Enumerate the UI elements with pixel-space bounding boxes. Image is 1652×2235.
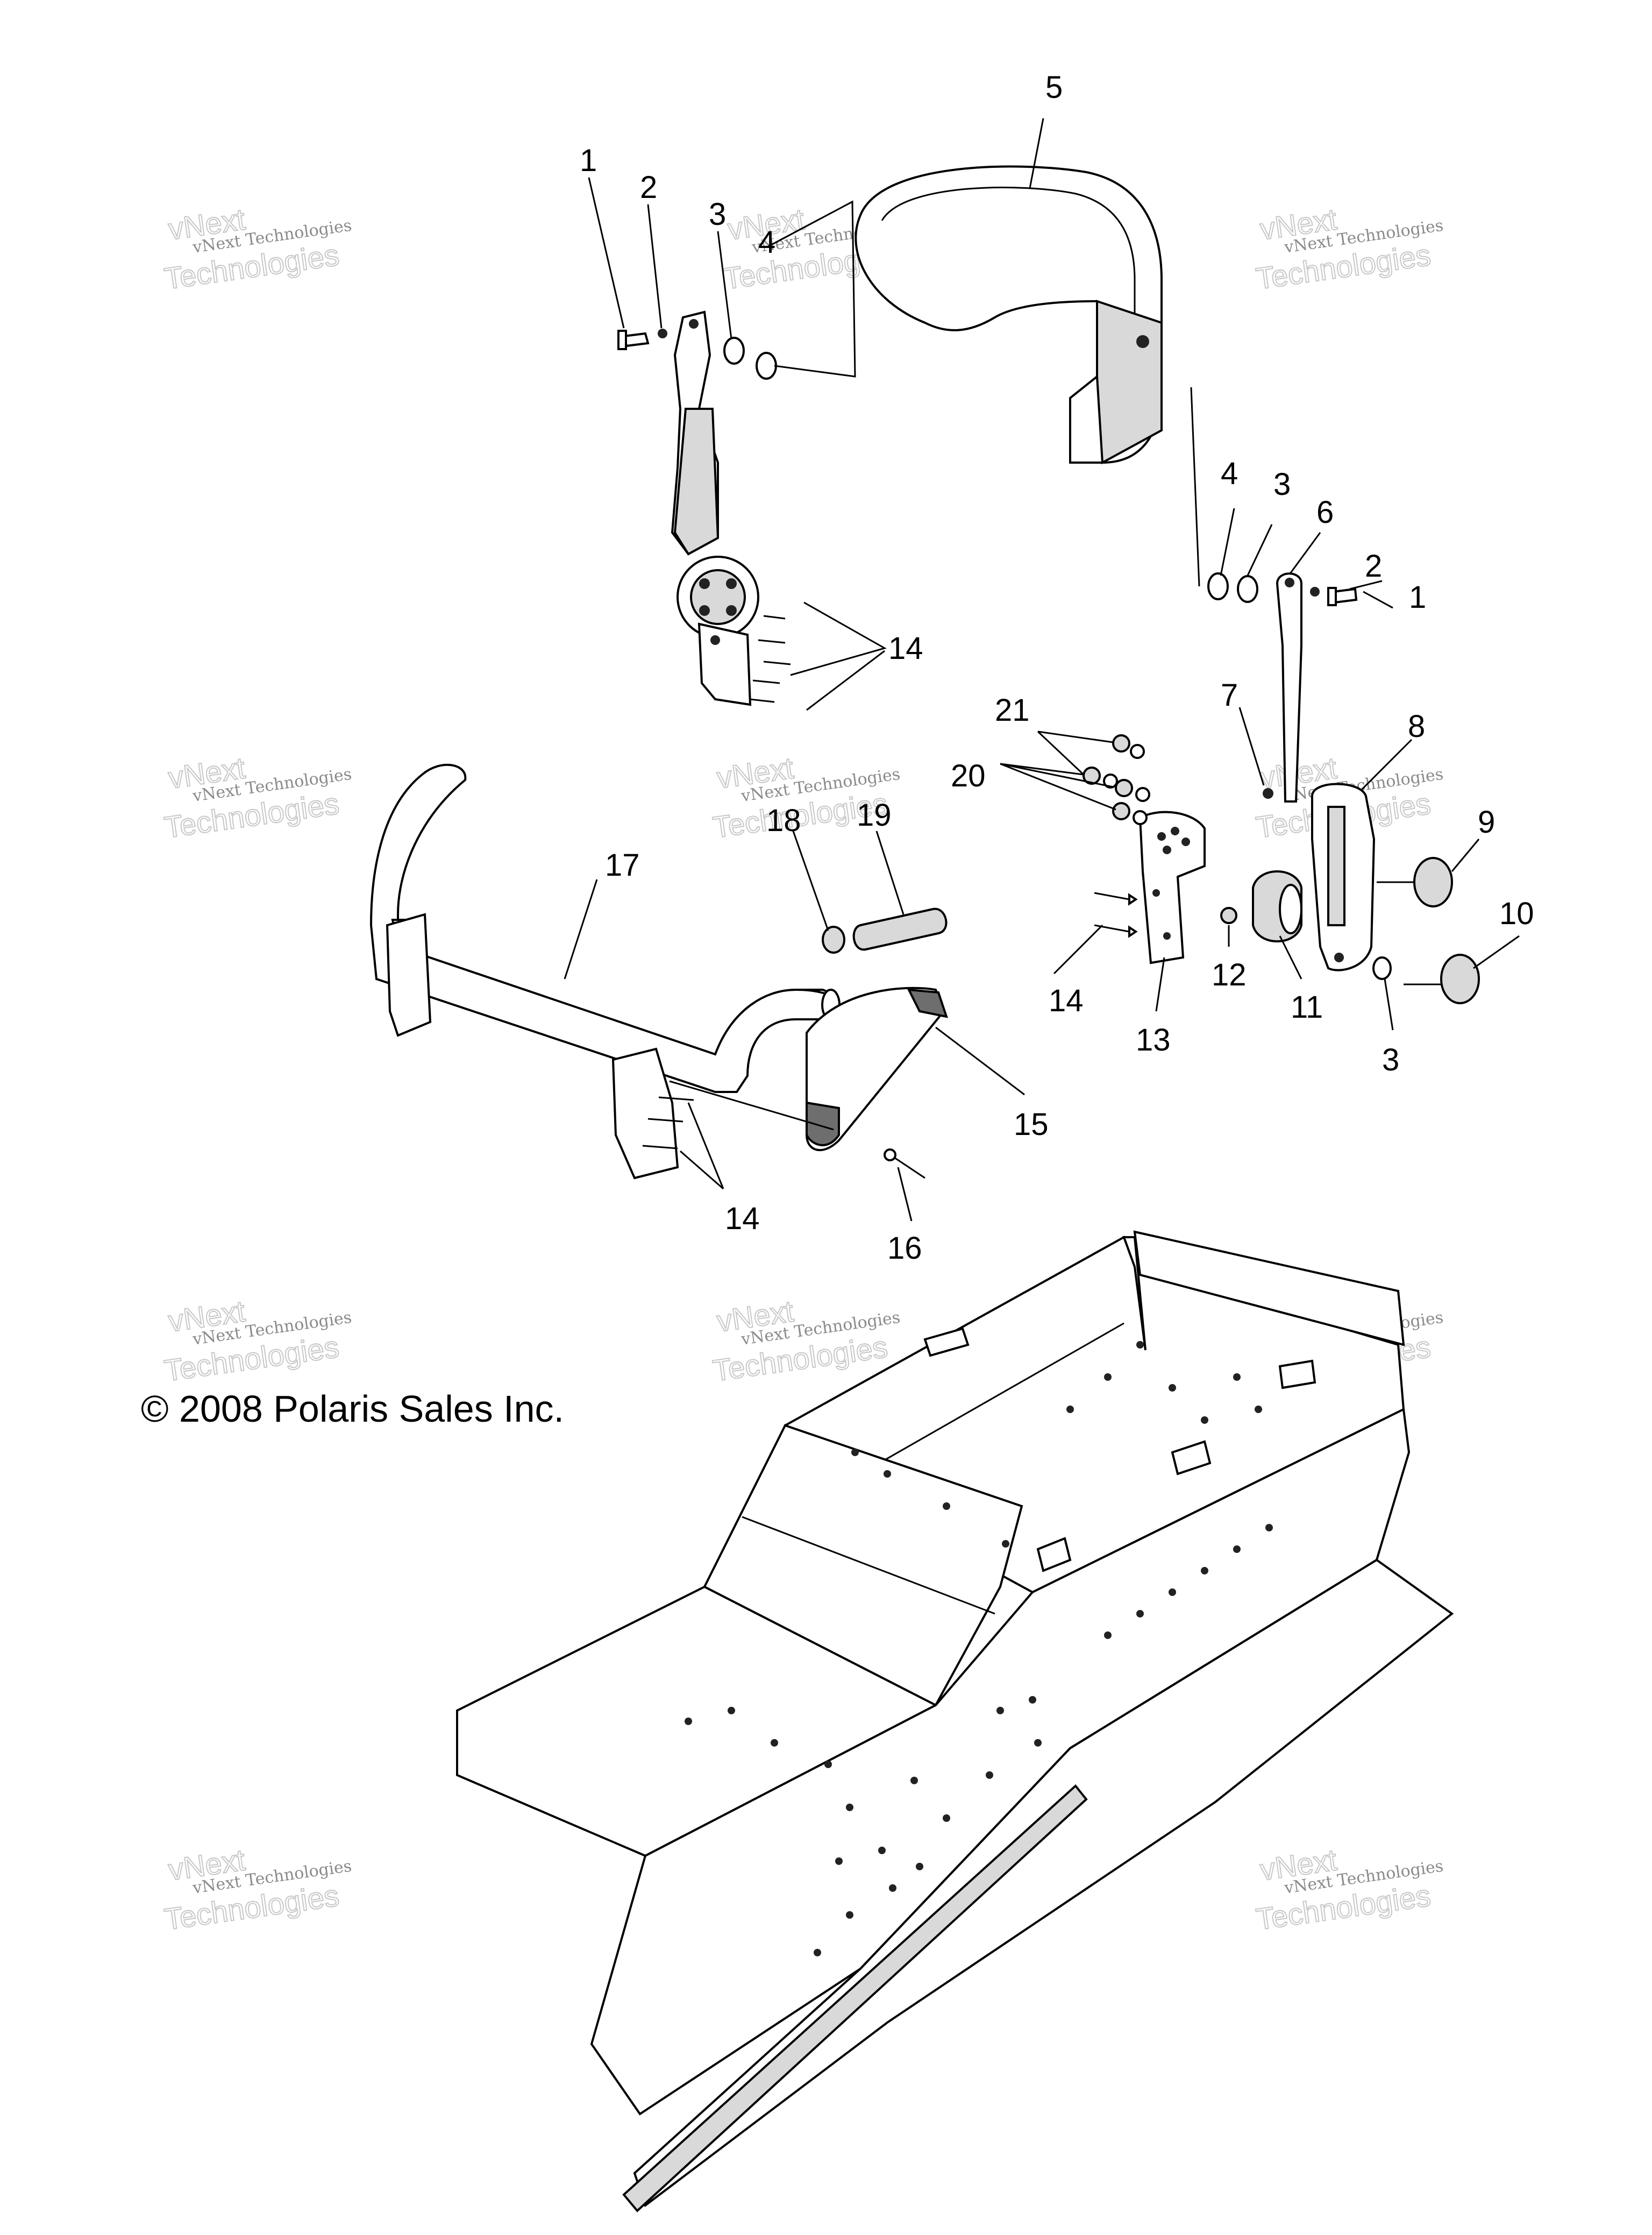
callout-1a: 1 — [580, 143, 597, 178]
callout-17: 17 — [605, 848, 640, 883]
callout-15: 15 — [1014, 1107, 1049, 1142]
left-washer-3 — [723, 337, 745, 365]
pin-7 — [1263, 788, 1273, 799]
watermark-low-left: vNext vNext Technologies Technologies — [162, 1293, 353, 1388]
callout-18: 18 — [766, 803, 801, 838]
callout-3c: 3 — [1382, 1042, 1399, 1077]
grab-handle — [369, 763, 841, 1180]
callout-2b: 2 — [1365, 549, 1382, 584]
callout-21: 21 — [995, 693, 1030, 728]
callout-3a: 3 — [709, 197, 726, 232]
screw-16 — [884, 1148, 925, 1179]
callout-7: 7 — [1221, 678, 1238, 713]
callout-20: 20 — [951, 758, 986, 793]
handle-cover-15 — [806, 987, 948, 1151]
adjuster-bracket — [1311, 783, 1376, 971]
callout-2a: 2 — [640, 170, 657, 205]
callout-4b: 4 — [1221, 456, 1238, 491]
callout-4a: 4 — [758, 225, 775, 260]
left-bolt — [617, 330, 650, 350]
knob-9 — [1377, 857, 1453, 907]
right-washer-3 — [1237, 575, 1258, 603]
watermark-low-middle: vNext vNext Technologies Technologies — [710, 1293, 901, 1388]
watermark-top-left: vNext vNext Technologies Technologies — [162, 201, 353, 296]
watermark-mid-left: vNext vNext Technologies Technologies — [162, 750, 353, 845]
plug-18 — [822, 926, 845, 954]
leader-lines — [564, 118, 1520, 1222]
bumper-11 — [1252, 870, 1302, 942]
left-mount-bolts — [750, 615, 791, 703]
washer-3c — [1372, 956, 1392, 980]
left-washer-4 — [756, 352, 777, 380]
watermark-bottom-right: vNext vNext Technologies Technologies — [1254, 1842, 1444, 1936]
callout-5: 5 — [1045, 70, 1063, 105]
left-backrest-arm — [671, 310, 759, 706]
copyright-notice: © 2008 Polaris Sales Inc. — [141, 1388, 564, 1430]
callout-11: 11 — [1291, 990, 1323, 1025]
right-backrest-arm — [1276, 572, 1302, 803]
callout-1b: 1 — [1409, 580, 1426, 615]
grip-19 — [852, 907, 948, 951]
rivet-dots — [685, 1341, 1273, 1956]
tunnel-assembly — [456, 1230, 1454, 2212]
nut-12 — [1220, 907, 1237, 924]
knob-10 — [1404, 954, 1480, 1004]
bolts-20-21 — [1083, 734, 1150, 825]
right-washer-4 — [1207, 572, 1229, 600]
watermark-bottom-left: vNext vNext Technologies Technologies — [162, 1842, 353, 1936]
right-nut — [1310, 587, 1320, 597]
handle-bolts — [642, 1096, 694, 1150]
callout-8: 8 — [1408, 709, 1425, 744]
callout-14c: 14 — [725, 1201, 760, 1236]
callout-10: 10 — [1499, 896, 1534, 931]
callout-6: 6 — [1316, 495, 1334, 530]
mount-bracket-13 — [1138, 811, 1206, 964]
bracket-bolts — [1094, 892, 1138, 938]
callout-19: 19 — [857, 798, 892, 833]
callout-9: 9 — [1478, 805, 1495, 840]
right-bolt — [1327, 587, 1358, 606]
callout-16: 16 — [887, 1231, 922, 1266]
left-nut — [658, 329, 667, 338]
watermark-top-right: vNext vNext Technologies Technologies — [1254, 201, 1444, 296]
backrest-pad — [855, 165, 1163, 465]
callout-3b: 3 — [1273, 467, 1291, 502]
callout-labels: 1 2 3 4 5 14 4 3 6 2 1 7 8 9 10 21 20 18… — [580, 70, 1534, 1266]
callout-14b: 14 — [1049, 983, 1084, 1018]
callout-14a: 14 — [888, 631, 923, 666]
callout-12: 12 — [1212, 957, 1247, 992]
callout-13: 13 — [1136, 1023, 1171, 1058]
